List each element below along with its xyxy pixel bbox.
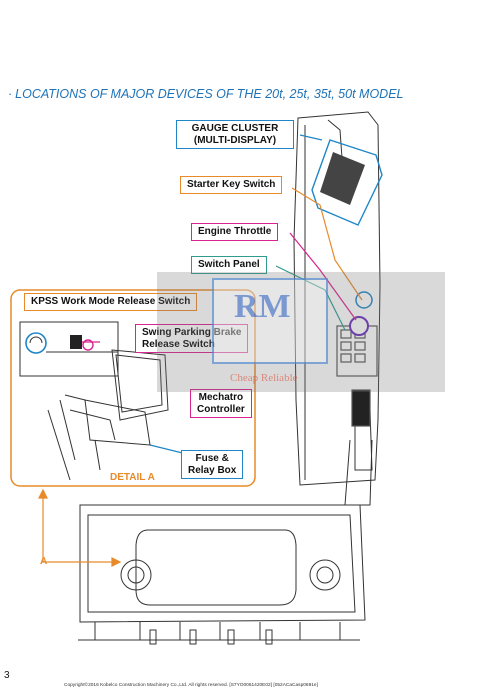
- copyright-notice: Copyright©2016 Kobelco Construction Mach…: [64, 683, 318, 688]
- swing-brake-line-1: Swing Parking Brake: [142, 327, 242, 338]
- mechatro-controller-callout: Mechatro Controller: [190, 389, 252, 418]
- mechatro-line-2: Controller: [197, 403, 245, 415]
- gauge-cluster-display: [311, 139, 383, 226]
- starter-key-switch-callout: Starter Key Switch: [180, 176, 283, 194]
- gauge-cluster-line-1: GAUGE CLUSTER: [191, 123, 279, 134]
- page-heading-text: LOCATIONS OF MAJOR DEVICES OF THE 20t, 2…: [15, 87, 404, 101]
- gauge-cluster-line-2: (MULTI-DISPLAY): [193, 134, 277, 146]
- fuse-line-2: Relay Box: [188, 464, 237, 476]
- fuse-line-1: Fuse &: [195, 453, 229, 464]
- kpss-release-switch-callout: KPSS Work Mode Release Switch: [24, 293, 198, 311]
- view-a-marker: A: [40, 556, 48, 567]
- detail-a-label: DETAIL A: [110, 472, 155, 483]
- fuse-relay-box-callout: Fuse & Relay Box: [181, 450, 244, 479]
- watermark-logo-text: RM: [234, 288, 291, 325]
- page-number: 3: [4, 670, 10, 681]
- switch-panel-callout: Switch Panel: [191, 256, 267, 274]
- page-heading: ·LOCATIONS OF MAJOR DEVICES OF THE 20t, …: [8, 87, 404, 101]
- watermark-logo: RM: [212, 278, 328, 364]
- engine-throttle-callout: Engine Throttle: [191, 223, 279, 241]
- watermark-tagline: Cheap Reliable: [230, 372, 298, 384]
- swing-brake-release-callout: Swing Parking Brake Release Switch: [135, 324, 249, 353]
- swing-brake-line-2: Release Switch: [142, 338, 215, 350]
- watermark-box: [157, 272, 445, 392]
- gauge-cluster-callout: GAUGE CLUSTER (MULTI-DISPLAY): [176, 120, 294, 149]
- mechatro-line-1: Mechatro: [198, 392, 244, 403]
